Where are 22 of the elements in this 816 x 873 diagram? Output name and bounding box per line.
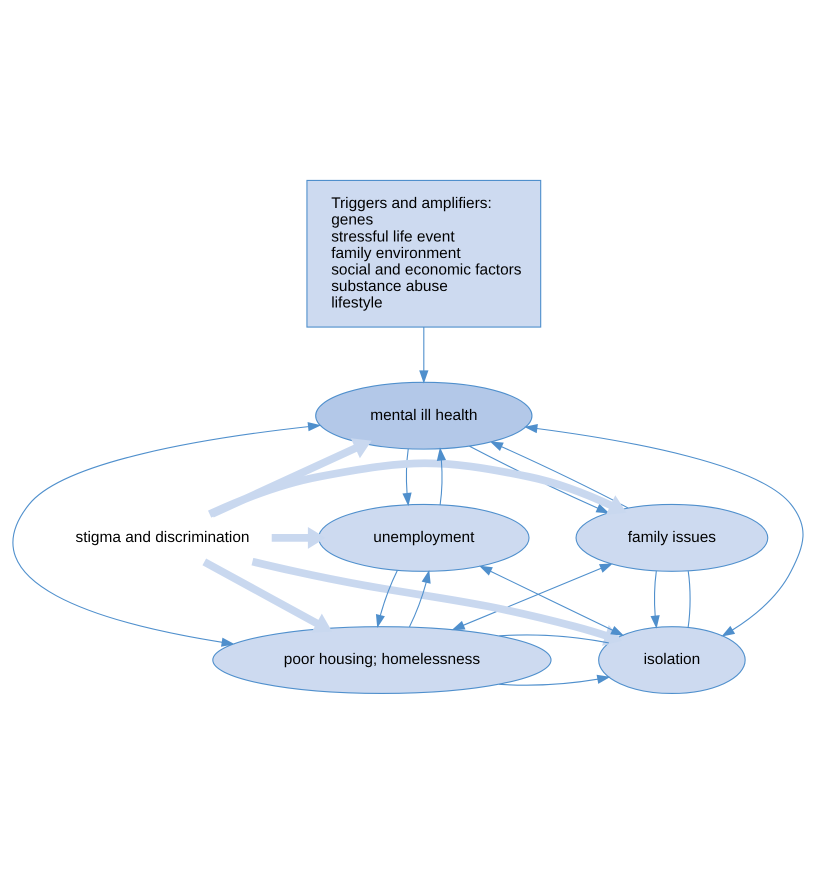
arrow (402, 448, 412, 506)
node-text: stigma and discrimination (75, 528, 250, 546)
arrow (12, 422, 322, 646)
node-ellipse: unemployment (318, 503, 530, 572)
connector (688, 570, 691, 627)
node-box: Triggers and amplifiers: genes stressful life event family environment social and economic factors substance abuse lifestyle (306, 179, 542, 328)
arrow (419, 326, 428, 384)
arrow (376, 570, 398, 628)
arrow (524, 423, 804, 636)
connector (499, 634, 609, 643)
node-ellipse: poor housing; homelessness (212, 626, 552, 694)
arrow (408, 569, 431, 627)
node-ellipse: mental ill health (315, 381, 533, 450)
arrow (499, 674, 610, 686)
arrow (490, 440, 628, 508)
arrow (208, 458, 627, 518)
arrow (451, 562, 614, 630)
arrow (202, 558, 332, 632)
arrow (478, 565, 624, 636)
arrow (650, 570, 660, 628)
arrow (252, 557, 622, 646)
arrow (436, 446, 446, 504)
